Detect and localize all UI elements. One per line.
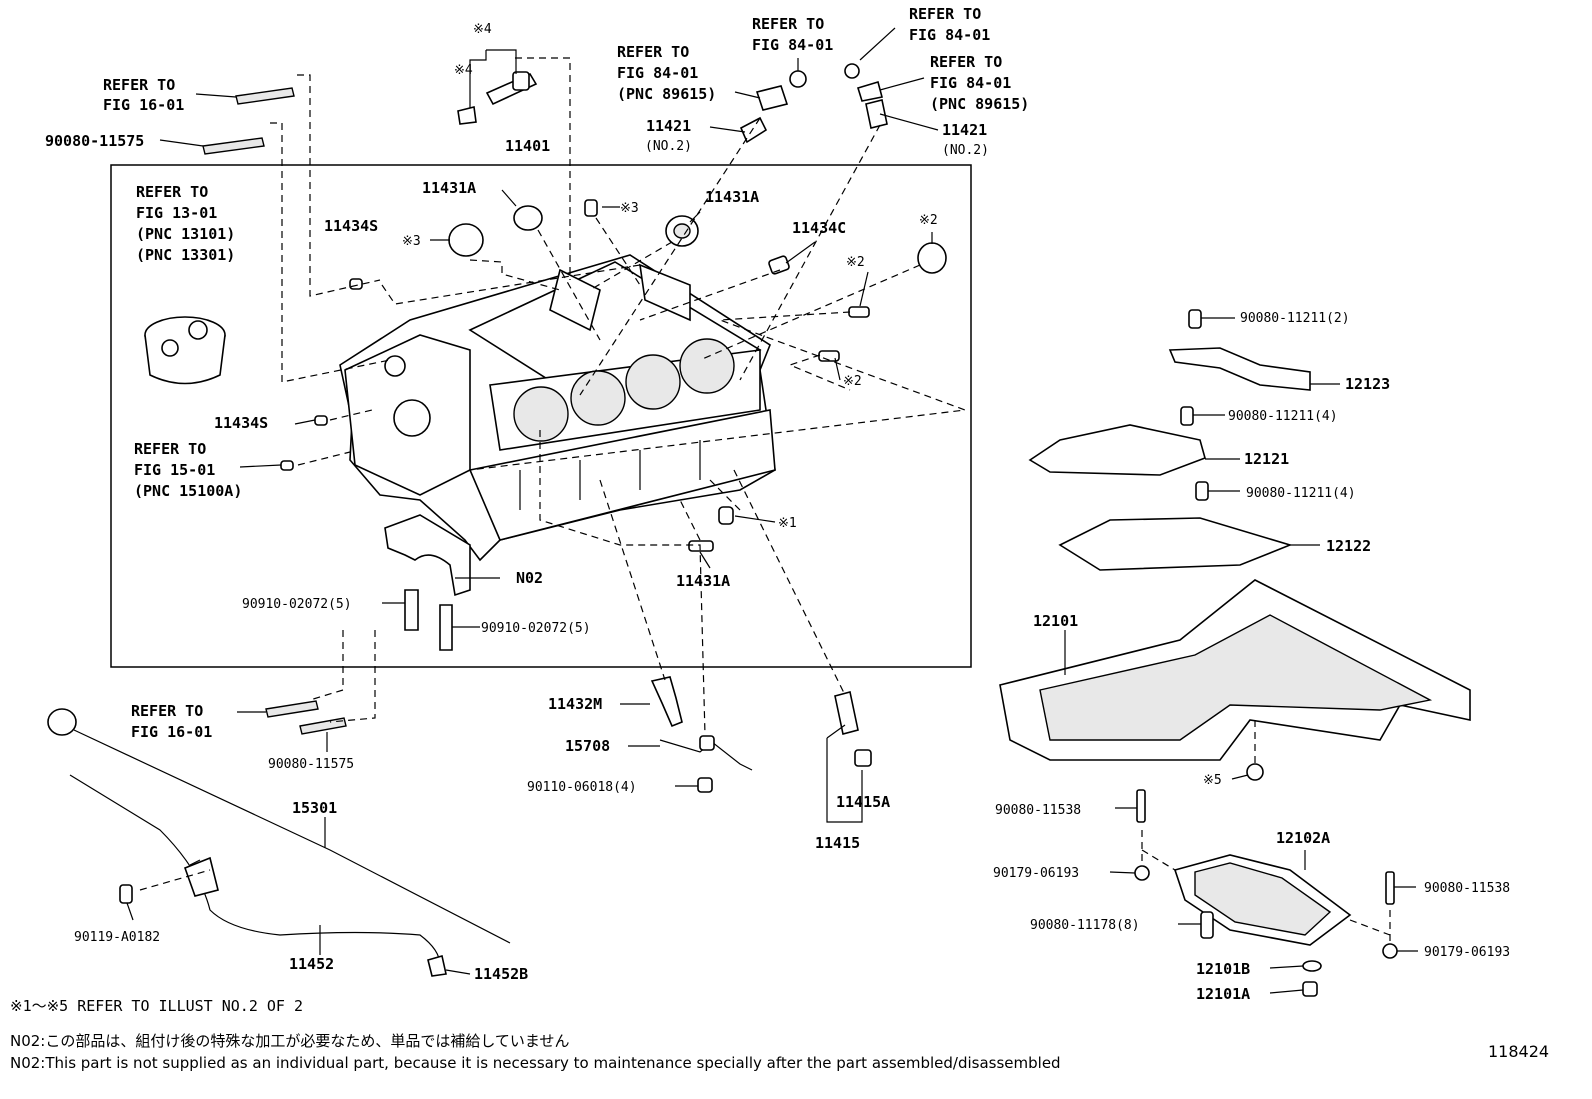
label-refer-fig13-line3: (PNC 13101) (136, 225, 235, 243)
label-11434s-top: 11434S (324, 217, 378, 235)
label-refer-fig84-b: REFER TO (752, 15, 824, 33)
label-mark1: ※1 (778, 516, 797, 531)
label-mark4-a: ※4 (473, 22, 492, 37)
label-11431a-top-2: 11431A (705, 188, 759, 206)
label-refer-fig84-c-line2: FIG 84-01 (909, 26, 990, 44)
label-refer-fig84-d: REFER TO (930, 53, 1002, 71)
label-11431a-top-1: 11431A (422, 179, 476, 197)
label-12101: 12101 (1033, 612, 1078, 630)
stud-bolt-upper (202, 87, 295, 155)
label-12123: 12123 (1345, 375, 1390, 393)
leader-lines (126, 27, 1418, 994)
label-90179-06193-b: 90179-06193 (1424, 945, 1510, 960)
label-mark2-a: ※2 (919, 213, 938, 228)
piston-illustration (144, 316, 226, 385)
label-12122: 12122 (1326, 537, 1371, 555)
label-90080-11178: 90080-11178(8) (1030, 918, 1140, 933)
label-90910-02072-a: 90910-02072(5) (242, 597, 352, 612)
bearing-cap-n02 (384, 514, 471, 651)
label-mark5: ※5 (1203, 773, 1222, 788)
label-11401: 11401 (505, 137, 550, 155)
block-group-frame (110, 164, 972, 668)
label-90080-11211-4-b: 90080-11211(4) (1246, 486, 1356, 501)
label-refer-fig15-line2: FIG 15-01 (134, 461, 215, 479)
label-refer-fig84-a: REFER TO (617, 43, 689, 61)
label-11421-b: 11421 (942, 121, 987, 139)
label-90179-06193-a: 90179-06193 (993, 866, 1079, 881)
label-refer-fig84-a-line2: FIG 84-01 (617, 64, 698, 82)
label-90080-11211-4-a: 90080-11211(4) (1228, 409, 1338, 424)
label-refer-fig84-d-line2: FIG 84-01 (930, 74, 1011, 92)
label-11421-a: 11421 (646, 117, 691, 135)
label-refer-fig16-top-line2: FIG 16-01 (103, 96, 184, 114)
label-90080-11538-b: 90080-11538 (1424, 881, 1510, 896)
label-mark3-b: ※3 (620, 201, 639, 216)
label-90080-11211-2: 90080-11211(2) (1240, 311, 1350, 326)
label-11415: 11415 (815, 834, 860, 852)
label-90110-06018: 90110-06018(4) (527, 780, 637, 795)
dipstick-illustration (47, 708, 511, 977)
label-11415a: 11415A (836, 793, 890, 811)
stud-bolt-lower (265, 700, 347, 735)
label-refer-fig84-a-line3: (PNC 89615) (617, 85, 716, 103)
label-refer-fig13-line2: FIG 13-01 (136, 204, 217, 222)
label-15301: 15301 (292, 799, 337, 817)
label-12102a: 12102A (1276, 829, 1330, 847)
label-refer-fig16-bottom: REFER TO (131, 702, 203, 720)
label-mark2-b: ※2 (846, 255, 865, 270)
label-90910-02072-b: 90910-02072(5) (481, 621, 591, 636)
label-11431a-bottom: 11431A (676, 572, 730, 590)
label-11421-a-no2: (NO.2) (645, 139, 692, 154)
lower-sensor-parts (650, 676, 872, 793)
cylinder-block-illustration (339, 254, 776, 562)
label-90080-11575-bottom: 90080-11575 (268, 757, 354, 772)
label-refer-fig16-bottom-line2: FIG 16-01 (131, 723, 212, 741)
label-refer-fig16-top: REFER TO (103, 76, 175, 94)
label-refer-fig13-line4: (PNC 13301) (136, 246, 235, 264)
label-90080-11538-a: 90080-11538 (995, 803, 1081, 818)
label-refer-fig84-b-line2: FIG 84-01 (752, 36, 833, 54)
label-11421-b-no2: (NO.2) (942, 143, 989, 158)
n02-note-english: N02:This part is not supplied as an indi… (10, 1054, 1061, 1072)
label-mark3-a: ※3 (402, 234, 421, 249)
label-11434s-mid: 11434S (214, 414, 268, 432)
n02-notes: N02:この部品は、組付け後の特殊な加工が必要なため、単品では補給していません … (10, 1030, 1061, 1074)
label-mark2-c: ※2 (843, 374, 862, 389)
oil-pan-parts (999, 309, 1471, 997)
sensor-parts-top (457, 63, 888, 144)
label-refer-fig15: REFER TO (134, 440, 206, 458)
n02-note-japanese: N02:この部品は、組付け後の特殊な加工が必要なため、単品では補給していません (10, 1032, 570, 1050)
label-12101b: 12101B (1196, 960, 1250, 978)
label-11452: 11452 (289, 955, 334, 973)
figure-number: 118424 (1488, 1042, 1550, 1061)
label-mark4-b: ※4 (454, 63, 473, 78)
label-11452b: 11452B (474, 965, 528, 983)
label-90119-a0182: 90119-A0182 (74, 930, 160, 945)
label-90080-11575-top: 90080-11575 (45, 132, 144, 150)
label-refer-fig84-c: REFER TO (909, 5, 981, 23)
label-12101a: 12101A (1196, 985, 1250, 1003)
label-refer-fig15-line3: (PNC 15100A) (134, 482, 242, 500)
label-11434c: 11434C (792, 219, 846, 237)
label-15708: 15708 (565, 737, 610, 755)
label-refer-fig13: REFER TO (136, 183, 208, 201)
guide-lines (139, 57, 1391, 945)
label-11432m: 11432M (548, 695, 602, 713)
illustration-reference-note: ※1～※5 REFER TO ILLUST NO.2 OF 2 (10, 997, 303, 1015)
label-refer-fig84-d-line3: (PNC 89615) (930, 95, 1029, 113)
part-labels: REFER TO FIG 16-01 90080-11575 11401 REF… (45, 5, 1510, 1003)
plugs-and-pins (280, 199, 947, 552)
label-12121: 12121 (1244, 450, 1289, 468)
label-n02: N02 (516, 569, 543, 587)
